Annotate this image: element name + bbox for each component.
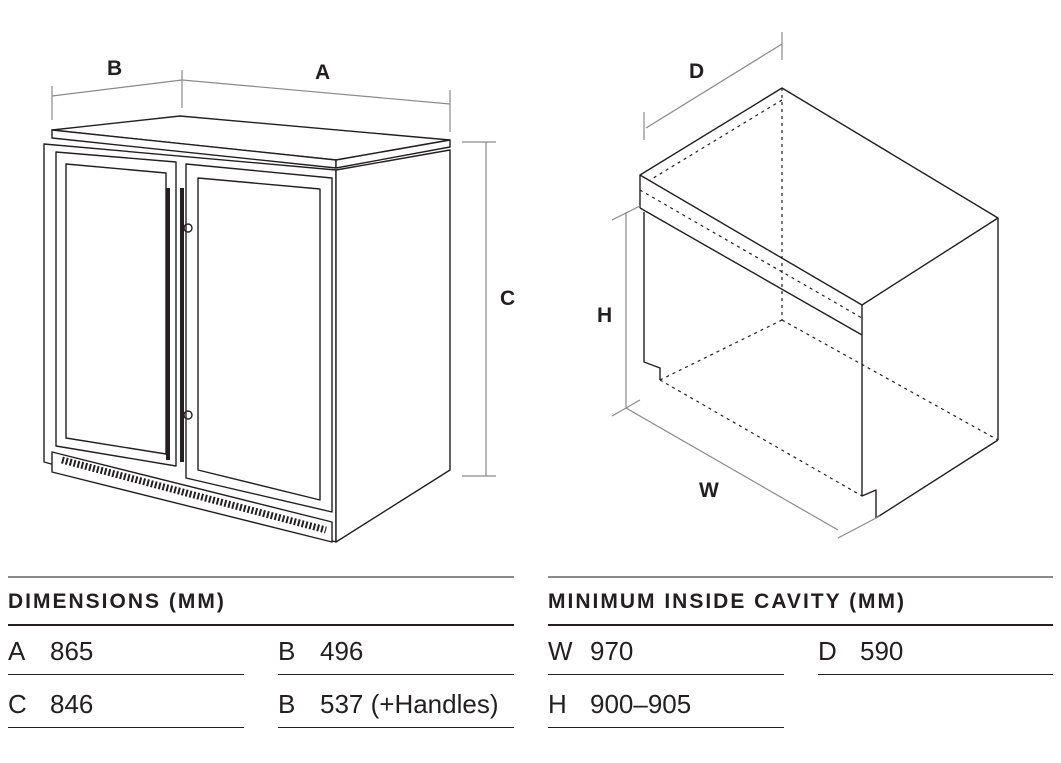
dimension-key: B (278, 636, 296, 666)
dimension-value: 496 (320, 636, 364, 666)
dimension-label-h: H (597, 304, 612, 327)
right-door-outer (185, 163, 333, 513)
dimensions-heading: DIMENSIONS (MM) (8, 590, 226, 613)
cavity-right-edge (861, 335, 877, 518)
cavity-dimension-lines (611, 32, 881, 539)
fridge-top-side (335, 139, 451, 169)
dimensions-heading-rule (8, 624, 514, 626)
cavity-key: D (818, 636, 837, 666)
dimension-row-a: A 865 (8, 636, 93, 667)
cavity-key: W (548, 636, 573, 666)
dimension-row-rule (278, 727, 514, 728)
fridge-dimension-lines (51, 70, 496, 477)
cavity-heading: MINIMUM INSIDE CAVITY (MM) (548, 590, 907, 613)
cavity-value: 590 (860, 636, 904, 666)
cavity-left-edge (643, 212, 661, 380)
dimension-key: B (278, 689, 296, 719)
cavity-row-rule (818, 674, 1053, 675)
handle-bracket-top (183, 223, 193, 233)
dimension-key: C (8, 689, 27, 719)
dimension-label-d: D (689, 60, 704, 83)
cavity-row-rule (548, 727, 784, 728)
cavity-heading-rule (548, 624, 1053, 626)
dimension-label-w: W (699, 479, 719, 502)
dimension-row-b-handles: B 537 (+Handles) (278, 689, 499, 720)
dimension-key: A (8, 636, 26, 666)
dimension-row-c: C 846 (8, 689, 93, 720)
cavity-key: H (548, 689, 567, 719)
handle-bracket-bottom (183, 410, 193, 420)
cavity-hidden-lines (639, 88, 999, 497)
left-door-outer (55, 151, 177, 467)
dimension-row-b: B 496 (278, 636, 363, 667)
vent-grille (61, 456, 327, 534)
cavity-top-rule (548, 576, 1053, 578)
fridge-drawing (43, 115, 451, 543)
cavity-row-rule (548, 674, 784, 675)
cavity-value: 970 (590, 636, 634, 666)
fridge-front (43, 143, 337, 543)
cavity-drawing (639, 87, 999, 519)
dimension-row-rule (8, 674, 244, 675)
cavity-top (639, 87, 999, 306)
cavity-value: 900–905 (590, 689, 692, 719)
dimension-label-b: B (107, 57, 122, 80)
dimension-label-c: C (500, 287, 515, 310)
fridge-side (335, 149, 451, 543)
dimension-value: 846 (50, 689, 94, 719)
dimensions-top-rule (8, 576, 514, 578)
cavity-row-d: D 590 (818, 636, 903, 667)
cavity-row-h: H 900–905 (548, 689, 691, 720)
dimension-row-rule (8, 727, 244, 728)
dimension-value: 865 (50, 636, 94, 666)
dimension-value: 537 (+Handles) (320, 689, 499, 719)
right-door-glass (197, 177, 321, 501)
dimension-label-a: A (315, 61, 330, 84)
dimension-row-rule (278, 674, 514, 675)
cavity-row-w: W 970 (548, 636, 633, 667)
dimension-diagram: B A C D H W (43, 32, 999, 543)
